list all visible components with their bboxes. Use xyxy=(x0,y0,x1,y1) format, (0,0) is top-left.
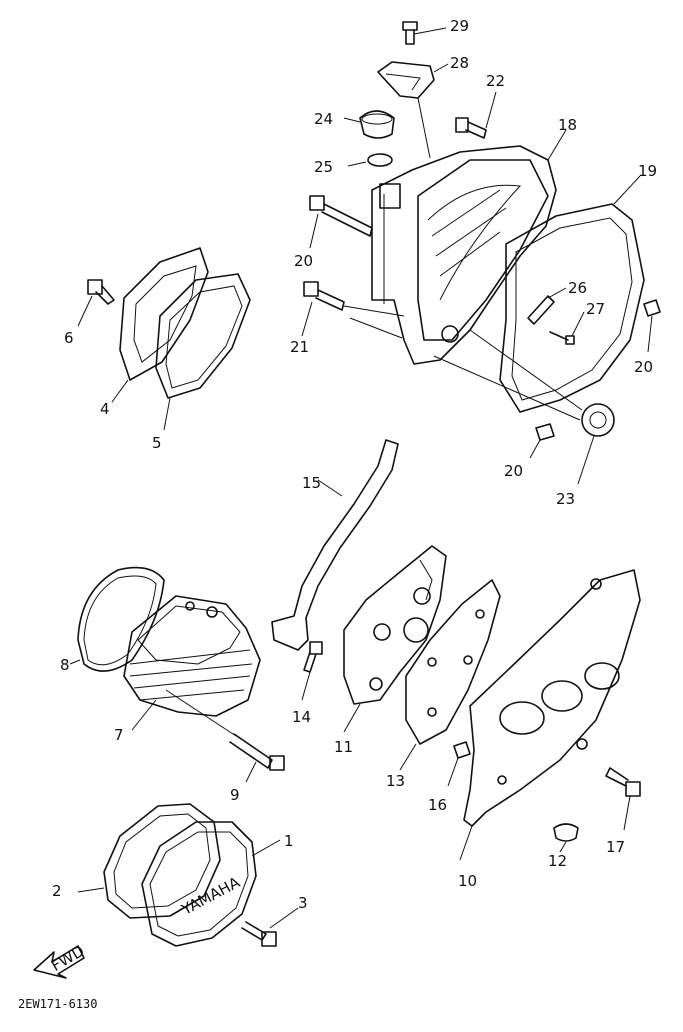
part-16-dowel xyxy=(447,741,471,787)
part-14-bolt xyxy=(301,641,323,701)
part-15-bracket xyxy=(271,439,399,651)
part-4-cover xyxy=(111,247,209,403)
callout-16: 16 xyxy=(428,796,447,814)
callout-21: 20 xyxy=(294,252,313,270)
part-9-bolt xyxy=(165,689,285,783)
part-29-plate xyxy=(377,61,449,159)
callout-10: 10 xyxy=(458,872,477,890)
callout-26: 25 xyxy=(314,158,333,176)
callout-9: 9 xyxy=(230,786,240,804)
part-17-bolt xyxy=(605,767,641,831)
part-13-gasket xyxy=(399,579,501,771)
part-3-bolt xyxy=(241,907,299,947)
part-24-plug xyxy=(469,329,615,485)
fwd-arrow-icon: FWD xyxy=(33,942,87,979)
callout-5: 5 xyxy=(152,434,162,452)
part-26-oring xyxy=(347,153,393,167)
part-6-bolt xyxy=(77,279,115,327)
part-11-plate xyxy=(343,545,447,733)
callout-1: 1 xyxy=(284,832,294,850)
part-8-gasket xyxy=(69,566,165,672)
callout-12: 12 xyxy=(548,852,567,870)
callout-20-bottom: 20 xyxy=(504,462,523,480)
part-23-bolt xyxy=(455,91,497,139)
callout-14: 14 xyxy=(292,708,311,726)
part-18-clutch-cover xyxy=(371,129,567,365)
callout-19: 19 xyxy=(638,162,657,180)
part-19-gasket xyxy=(499,175,645,413)
part-1-engine-cover: YAMAHA xyxy=(141,821,281,947)
fwd-arrow-label: FWD xyxy=(48,942,87,975)
callout-15: 15 xyxy=(302,474,321,492)
callout-17: 17 xyxy=(606,838,625,856)
callout-22: 21 xyxy=(290,338,309,356)
callout-25: 24 xyxy=(314,110,333,128)
callout-30: 29 xyxy=(450,17,469,35)
callout-23: 22 xyxy=(486,72,505,90)
part-20-dowel-right xyxy=(643,299,661,353)
callout-2: 2 xyxy=(52,882,62,900)
part-25-cap xyxy=(343,110,395,139)
part-12-plug xyxy=(553,823,579,853)
part-27-28-pin-screw xyxy=(527,287,585,345)
callout-7: 7 xyxy=(114,726,124,744)
callout-27: 26 xyxy=(568,279,587,297)
callout-8: 8 xyxy=(60,656,70,674)
part-22-bolt xyxy=(301,281,405,337)
callout-24: 23 xyxy=(556,490,575,508)
part-21-bolt xyxy=(309,195,373,249)
callout-11: 11 xyxy=(334,738,353,756)
callout-6: 6 xyxy=(64,329,74,347)
callout-4: 4 xyxy=(100,400,110,418)
part-7-head-cover xyxy=(123,595,261,731)
callout-28: 27 xyxy=(586,300,605,318)
diagram-code: 2EW171-6130 xyxy=(18,997,97,1011)
callout-3: 3 xyxy=(298,894,308,912)
part-5-gasket xyxy=(155,273,251,431)
callout-20-right: 20 xyxy=(634,358,653,376)
callout-18: 18 xyxy=(558,116,577,134)
part-30-bolt xyxy=(402,21,447,45)
part-20-dowel-bottom xyxy=(529,423,555,459)
part-2-gasket xyxy=(77,803,221,919)
part-10-sprocket-cover xyxy=(459,569,641,861)
callout-29: 28 xyxy=(450,54,469,72)
callout-13: 13 xyxy=(386,772,405,790)
